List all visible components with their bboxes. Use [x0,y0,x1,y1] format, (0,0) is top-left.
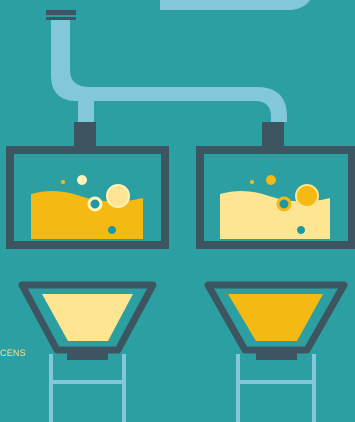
hopper-left-fill [42,294,133,341]
bubble-ring-right [276,196,292,212]
pipe-main [51,20,287,122]
pipe-system [46,10,287,146]
stand-left-bar [49,380,126,384]
stand-left-post-a [49,354,53,422]
stand-right-bar [236,380,316,384]
caption-text: CENS [0,348,26,358]
bubble-ring-left [87,196,103,212]
pipe-branch-left [78,101,94,122]
stand-right-post-b [312,354,316,422]
pipe-cap [46,10,76,15]
tank-left [6,146,169,249]
hopper-right [204,281,348,354]
bubble-tiny-right [250,180,254,184]
stand-left-post-b [122,354,126,422]
hopper-left [18,281,157,354]
pipe-joint-right [262,122,284,146]
stand-left-neck [67,350,108,360]
bubble-large [106,184,130,208]
bubble-tiny [61,180,65,184]
bubble-small [77,175,87,185]
bubble-small-right [266,175,276,185]
top-panel-edge [160,0,310,10]
stand-right [236,350,316,422]
pipe-joint-left [74,122,96,146]
bubble-large-right [295,184,319,208]
bubble-teal-right [297,226,305,234]
stand-right-neck [256,350,297,360]
stand-right-post-a [236,354,240,422]
bubble-teal [108,226,116,234]
hopper-right-fill [228,294,323,341]
tank-right [196,146,355,249]
pipe-cap-lower [46,17,76,20]
stand-left [49,350,126,422]
